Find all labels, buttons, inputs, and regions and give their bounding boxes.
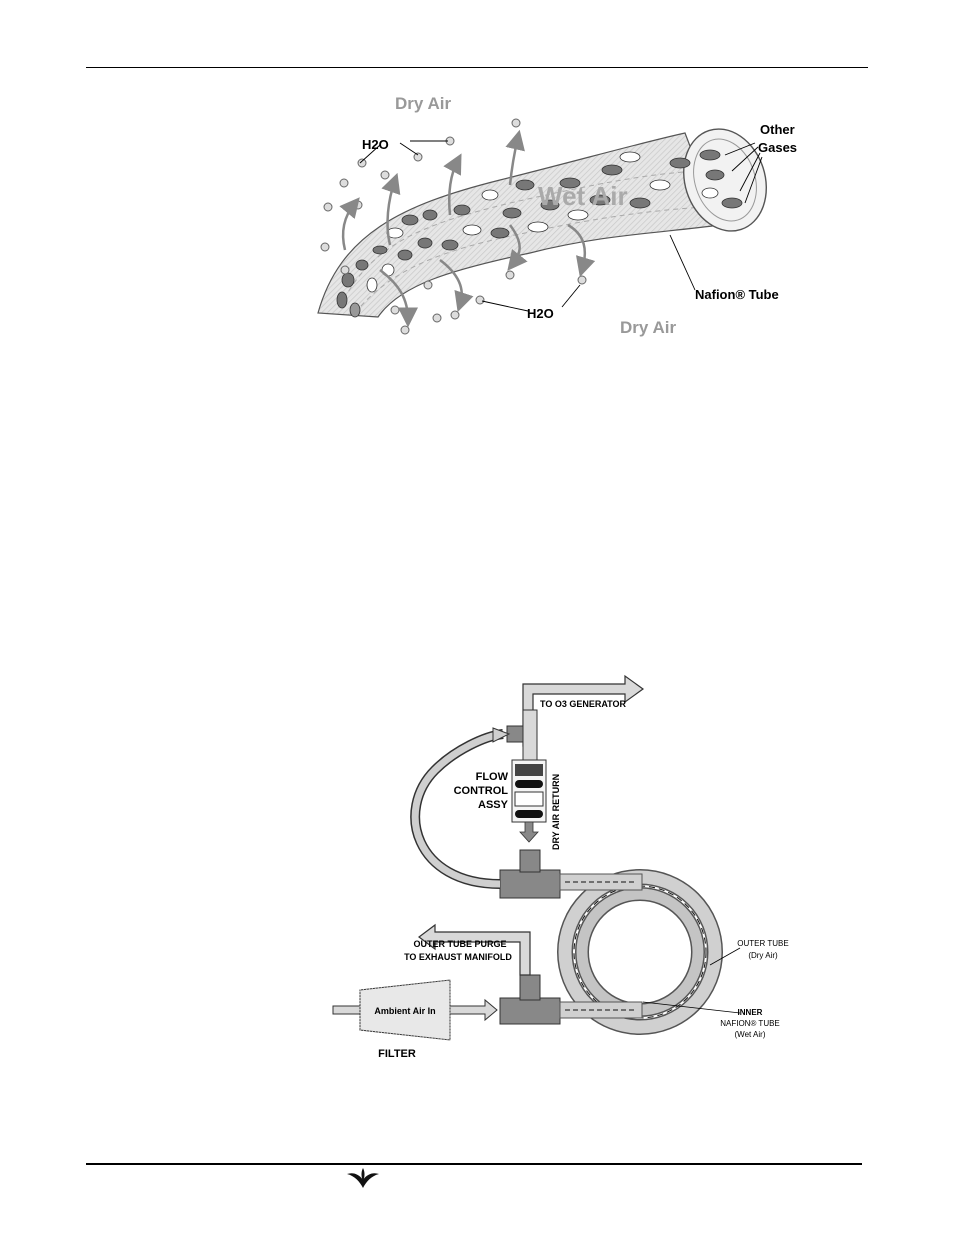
filter-label: FILTER <box>378 1048 416 1060</box>
outer-tube-label-line1: OUTER TUBE <box>737 939 788 948</box>
outer-tube-purge-label-line2: TO EXHAUST MANIFOLD <box>404 952 512 962</box>
to-o3-generator-label: TO O3 GENERATOR <box>540 699 627 709</box>
flow-control-label-line3: ASSY <box>478 799 509 811</box>
dry-air-top-label: Dry Air <box>395 94 451 113</box>
dryer-flow-schematic: TO O3 GENERATOR FLOW CONTROL ASSY DRY AI… <box>325 670 815 1070</box>
inner-tube-label-line2: NAFION® TUBE <box>720 1019 780 1028</box>
upper-tee <box>500 870 560 898</box>
pipe-to-o3-generator <box>523 676 643 746</box>
lower-tee <box>500 998 560 1024</box>
outer-tube-label-line2: (Dry Air) <box>748 951 778 960</box>
other-gases-label-line2: Gases <box>758 140 797 155</box>
tube-body <box>318 133 720 317</box>
h2o-bottom-label: H2O <box>527 306 554 321</box>
h2o-top-label: H2O <box>362 137 389 152</box>
nafion-tube-label: Nafion® Tube <box>695 287 779 302</box>
header-rule <box>86 67 868 68</box>
dry-air-return-label: DRY AIR RETURN <box>551 774 561 850</box>
footer-rule <box>86 1163 862 1165</box>
nafion-tube-diagram: Dry Air Wet Air H2O H2O Other Gases Nafi… <box>300 85 820 345</box>
purge-pipe <box>419 925 530 975</box>
other-gases-label-line1: Other <box>760 122 795 137</box>
flow-control-label-line2: CONTROL <box>454 785 509 797</box>
inner-tube-label-line3: (Wet Air) <box>735 1030 766 1039</box>
dry-air-bottom-label: Dry Air <box>620 318 676 337</box>
outer-tube-purge-label-line1: OUTER TUBE PURGE <box>413 939 506 949</box>
teledyne-logo-icon <box>345 1168 381 1190</box>
wet-air-label: Wet Air <box>538 181 628 211</box>
flow-control-label-line1: FLOW <box>476 771 509 783</box>
ambient-air-in-label: Ambient Air In <box>374 1006 435 1016</box>
inner-tube-label-line1: INNER <box>738 1008 763 1017</box>
